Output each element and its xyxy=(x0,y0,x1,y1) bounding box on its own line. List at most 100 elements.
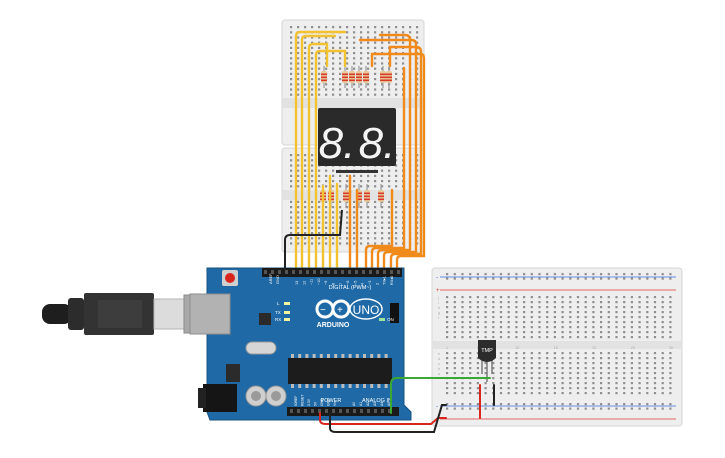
digital-pin-label: ~9 xyxy=(324,281,328,285)
small-breadboard-bottom[interactable] xyxy=(281,147,425,253)
row-letter: a xyxy=(438,372,440,376)
svg-text:+: + xyxy=(337,305,343,316)
atmega-chip xyxy=(288,358,392,384)
wire-orange[interactable] xyxy=(388,45,423,272)
analog-pin-label: A0 xyxy=(352,402,356,406)
seven-segment-display[interactable]: 8. 8. xyxy=(318,108,396,173)
power-header-label: POWER xyxy=(321,398,342,404)
digital-pin-label: RX◂0 xyxy=(390,276,394,285)
digital-pin-label: 12 xyxy=(302,281,306,285)
led-tx xyxy=(284,311,290,314)
col-number: 5 xyxy=(477,346,479,350)
row-letter: j xyxy=(437,296,439,300)
digital-pin-label: 4 xyxy=(361,283,365,285)
digital-header[interactable] xyxy=(262,268,402,277)
wire-green[interactable] xyxy=(390,377,491,414)
digital-pin-label: ~11 xyxy=(310,279,314,285)
arduino-uno-board[interactable]: − + ARDUINO UNO DIGITAL (PWM~) POWER ANA… xyxy=(189,267,412,421)
analog-pin-label: A4 xyxy=(380,402,384,406)
digital-pin-label: ~5 xyxy=(353,281,357,285)
analog-header-label: ANALOG IN xyxy=(362,398,392,404)
digital-header-label: DIGITAL (PWM~) xyxy=(329,285,372,291)
wire-orange[interactable] xyxy=(370,52,426,272)
signal-wires[interactable] xyxy=(294,30,426,272)
power-analog-header[interactable] xyxy=(287,407,399,416)
col-number: 1 xyxy=(446,346,448,350)
rail-plus-label: + xyxy=(436,288,440,294)
power-jack xyxy=(203,384,237,412)
rail-minus-label-bottom: - xyxy=(436,404,438,410)
digital-pin-label: 8 xyxy=(332,283,336,285)
row-letter: h xyxy=(438,306,440,310)
led-l xyxy=(284,302,290,305)
digital-pin-label: ~6 xyxy=(346,281,350,285)
sensor-label: TMP xyxy=(481,348,493,354)
wire-orange[interactable] xyxy=(364,188,394,272)
wire-red-5v[interactable] xyxy=(319,412,447,425)
power-pin-label: 5V xyxy=(314,401,318,406)
svg-text:−: − xyxy=(320,305,326,316)
digital-pin-label: ~3 xyxy=(368,281,372,285)
analog-pin-label: A2 xyxy=(366,402,370,406)
crystal xyxy=(245,341,277,355)
icsp-header xyxy=(390,303,399,323)
row-letter: d xyxy=(438,357,440,361)
col-number: 25 xyxy=(631,346,635,350)
analog-pin-label: A3 xyxy=(373,402,377,406)
led-l-label: L xyxy=(277,301,280,306)
power-pin-label: RESET xyxy=(301,395,305,406)
col-number: 15 xyxy=(554,346,558,350)
wire-yellow[interactable] xyxy=(307,42,329,272)
row-letter: g xyxy=(438,311,440,315)
wire-orange[interactable] xyxy=(358,38,418,272)
wire-black-gnd[interactable] xyxy=(329,404,447,433)
digital-pin-label: TX▸1 xyxy=(383,276,387,285)
wire-orange[interactable] xyxy=(376,33,412,272)
wire-yellow[interactable] xyxy=(314,49,347,272)
arduino-infinity-logo-icon: − + xyxy=(315,299,351,319)
wire-yellow[interactable] xyxy=(300,34,337,272)
usb-chip xyxy=(259,313,271,325)
led-rx-label: RX xyxy=(275,317,281,322)
aref-label: AREF xyxy=(268,273,273,284)
temperature-sensor[interactable]: TMP xyxy=(478,340,496,382)
rail-minus-label: - xyxy=(436,275,438,281)
wire-yellow[interactable] xyxy=(294,30,347,272)
col-number: 10 xyxy=(515,346,519,350)
row-letter: i xyxy=(438,301,439,305)
power-pin-label: GND xyxy=(320,398,324,406)
sensor-wires[interactable] xyxy=(319,377,495,433)
digit-left: 8. xyxy=(319,119,356,168)
power-pin-label: GND xyxy=(327,398,331,406)
row-letter: c xyxy=(438,362,440,366)
voltage-regulator xyxy=(226,364,240,382)
digital-pin-label: 2 xyxy=(375,283,379,285)
resistor-array-top[interactable] xyxy=(321,66,392,88)
row-letter: f xyxy=(438,316,439,320)
led-on xyxy=(379,318,385,321)
led-rx xyxy=(284,318,290,321)
digit-right: 8. xyxy=(359,119,396,168)
digital-pin-label: 7 xyxy=(339,283,343,285)
col-number: 20 xyxy=(592,346,596,350)
wire-black-display-gnd[interactable] xyxy=(284,209,343,270)
row-letter: b xyxy=(438,367,440,371)
analog-pin-label: A1 xyxy=(359,402,363,406)
power-pin-label: Vin xyxy=(333,401,337,406)
wire-orange[interactable] xyxy=(370,66,406,272)
power-pin-label: 3.3V xyxy=(307,398,311,406)
usb-jack xyxy=(189,293,231,335)
digital-pin-label: 13 xyxy=(295,281,299,285)
display-pin-strip xyxy=(336,170,378,173)
analog-pin-label: A5 xyxy=(387,402,391,406)
digital-pin-label: ~10 xyxy=(317,279,321,285)
row-letter: e xyxy=(438,352,440,356)
power-pin-label: IOREF xyxy=(294,396,298,406)
breadboard-holes xyxy=(446,273,672,410)
col-number: 30 xyxy=(669,346,673,350)
gnd-label: GND xyxy=(275,275,280,284)
brand-label: ARDUINO xyxy=(317,322,350,329)
